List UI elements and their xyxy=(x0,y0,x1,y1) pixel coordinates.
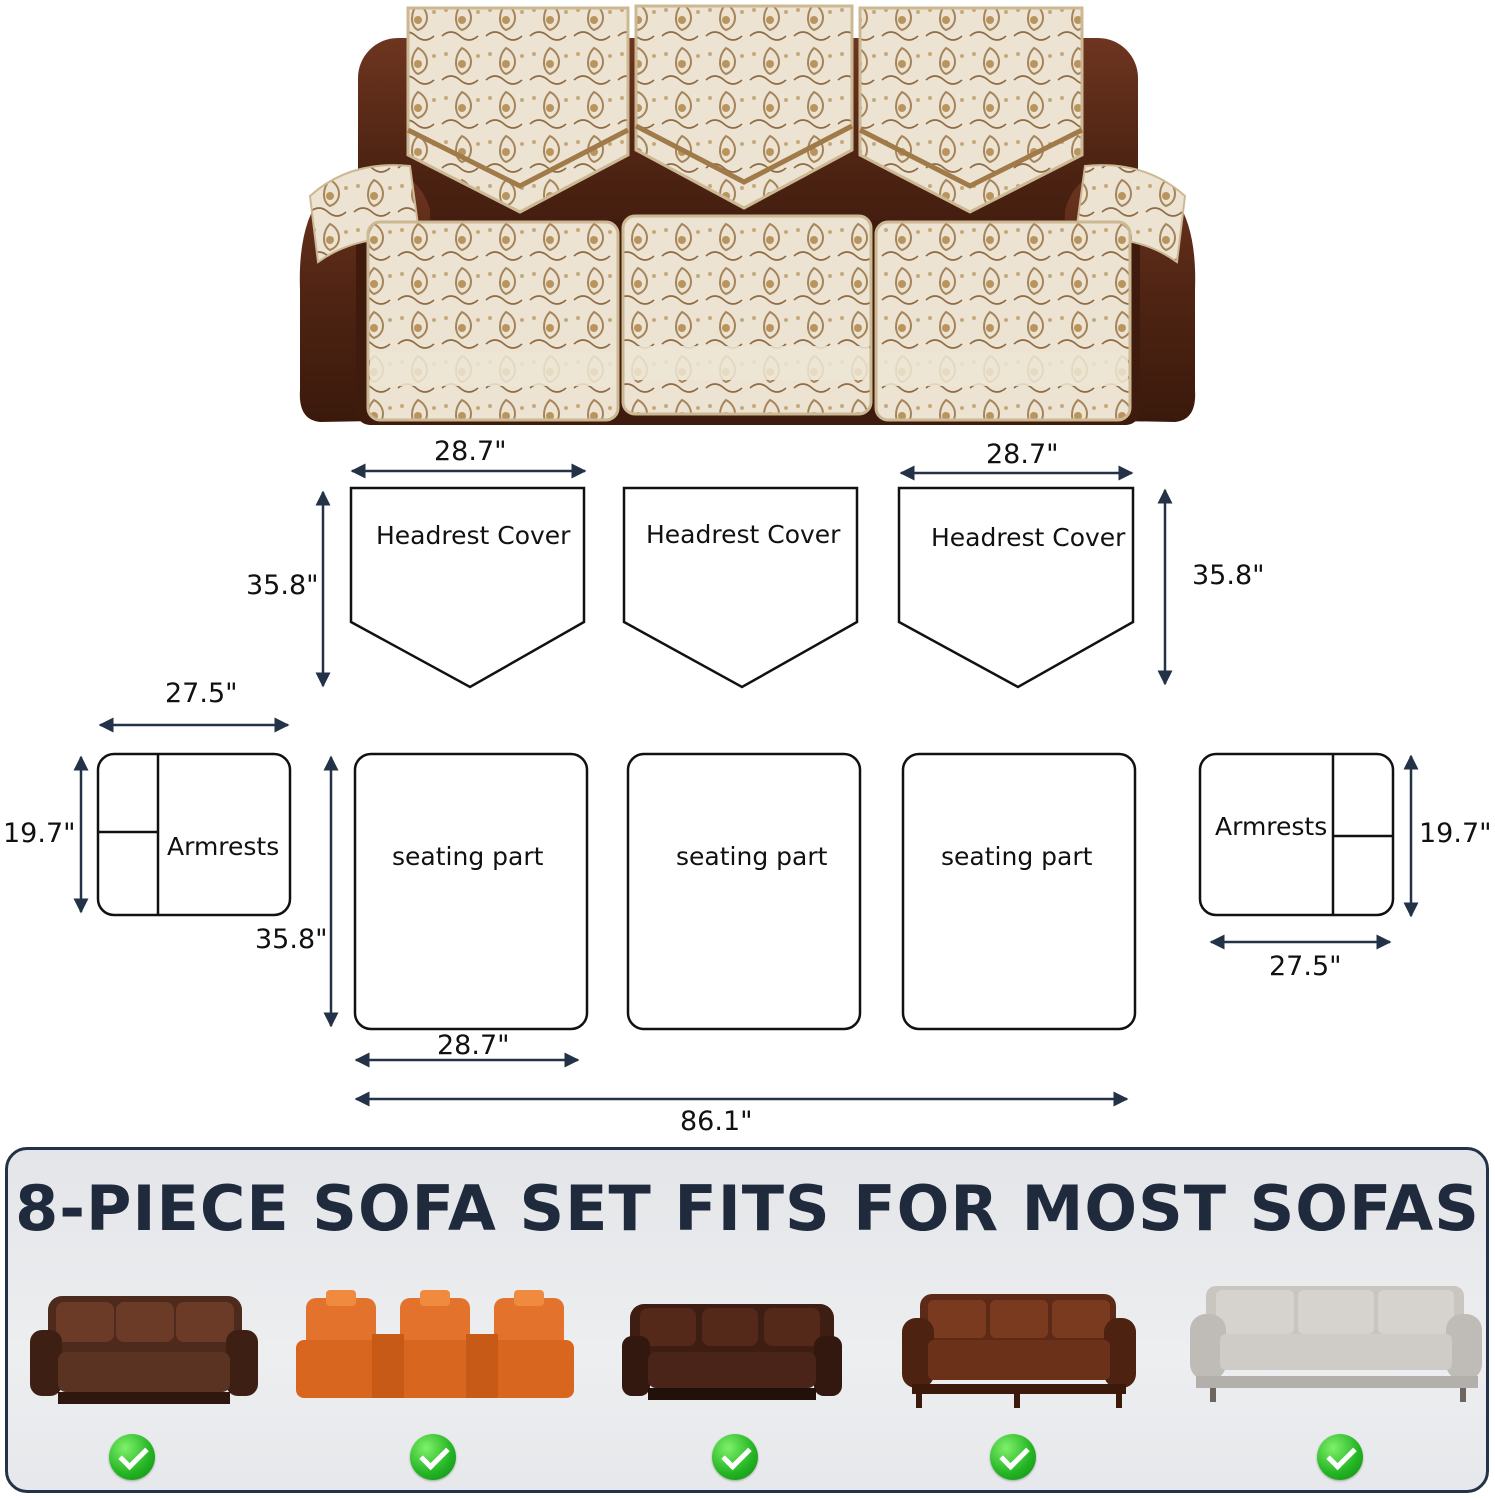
headrest-cover-label-center: Headrest Cover xyxy=(646,520,841,549)
sofa-product-photo xyxy=(299,4,1196,425)
armrest-height-left-value: 19.7" xyxy=(3,818,76,849)
headrest-height-right-value: 35.8" xyxy=(1192,560,1265,591)
armrest-cover-right-shape xyxy=(1198,752,1395,917)
seat-height-value: 35.8" xyxy=(255,924,328,955)
check-icon xyxy=(109,1434,155,1480)
headrest-cover-label-right: Headrest Cover xyxy=(931,523,1126,552)
headrest-cover-label-left: Headrest Cover xyxy=(376,521,571,550)
headrest-width-right-value: 28.7" xyxy=(986,439,1059,470)
seat-cover-left-shape xyxy=(353,752,589,1031)
check-icon xyxy=(410,1434,456,1480)
check-icon xyxy=(990,1434,1036,1480)
brown-recliner-sofa-icon xyxy=(30,1296,258,1404)
seat-cover-center-shape xyxy=(626,752,862,1031)
headrest-cover-right-shape xyxy=(897,486,1135,689)
armrest-label-left: Armrests xyxy=(167,832,280,861)
seat-label-right: seating part xyxy=(941,842,1093,871)
headrest-width-left-value: 28.7" xyxy=(434,436,507,467)
seat-width-value: 28.7" xyxy=(437,1030,510,1061)
armrest-width-right-value: 27.5" xyxy=(1269,951,1342,982)
check-icon xyxy=(712,1434,758,1480)
dark-console-recliner-icon xyxy=(622,1304,842,1400)
seat-cover-right-shape xyxy=(901,752,1137,1031)
armrest-height-right-value: 19.7" xyxy=(1419,818,1492,849)
total-width-value: 86.1" xyxy=(680,1106,753,1137)
check-icon xyxy=(1317,1434,1363,1480)
seat-label-left: seating part xyxy=(392,842,544,871)
leather-chesterfield-sofa-icon xyxy=(902,1294,1136,1408)
gray-fabric-sofa-icon xyxy=(1190,1286,1482,1402)
banner-title: 8-PIECE SOFA SET FITS FOR MOST SOFAS xyxy=(15,1172,1480,1245)
armrest-width-left-value: 27.5" xyxy=(165,678,238,709)
orange-theater-sofa-icon xyxy=(296,1290,574,1398)
armrest-cover-left-shape xyxy=(96,752,292,917)
headrest-height-left-value: 35.8" xyxy=(246,570,319,601)
cover-size-diagram xyxy=(73,463,1419,1107)
armrest-label-right: Armrests xyxy=(1215,812,1328,841)
headrest-cover-center-shape xyxy=(622,486,859,689)
seat-label-center: seating part xyxy=(676,842,828,871)
headrest-cover-left-shape xyxy=(349,486,586,689)
